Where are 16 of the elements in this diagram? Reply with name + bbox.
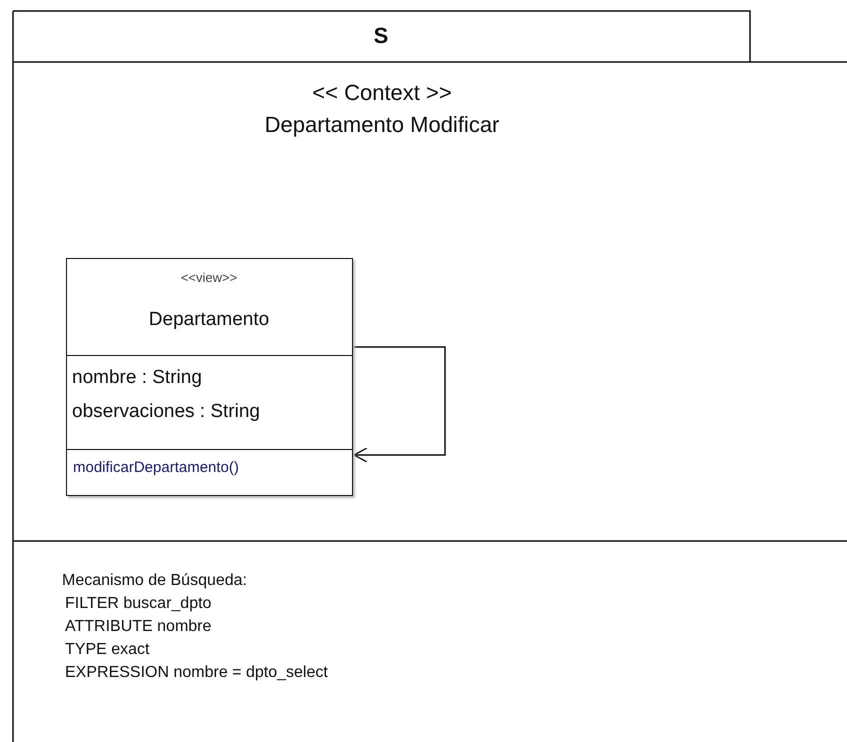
class-box bbox=[66, 258, 353, 496]
note-text: FILTER buscar_dpto bbox=[65, 595, 212, 614]
note-text: TYPE exact bbox=[65, 641, 150, 660]
note-text: ATTRIBUTE nombre bbox=[65, 618, 212, 636]
stereotype-label: << Context >> bbox=[312, 80, 452, 106]
class-name: Departamento bbox=[148, 309, 270, 331]
frame-title: S bbox=[374, 23, 388, 48]
method-text: modificarDepartamento() bbox=[73, 459, 239, 476]
package-frame bbox=[12, 10, 847, 742]
note-text: Mecanismo de Búsqueda: bbox=[62, 572, 247, 590]
note-text: EXPRESSION nombre = dpto_select bbox=[65, 664, 328, 682]
self-association-arrow bbox=[353, 346, 446, 463]
stereotype-label: <<view>> bbox=[180, 271, 238, 286]
attribute-text: observaciones : String bbox=[72, 401, 260, 423]
context-name: Departamento Modificar bbox=[264, 112, 500, 138]
attribute-text: nombre : String bbox=[72, 367, 202, 389]
